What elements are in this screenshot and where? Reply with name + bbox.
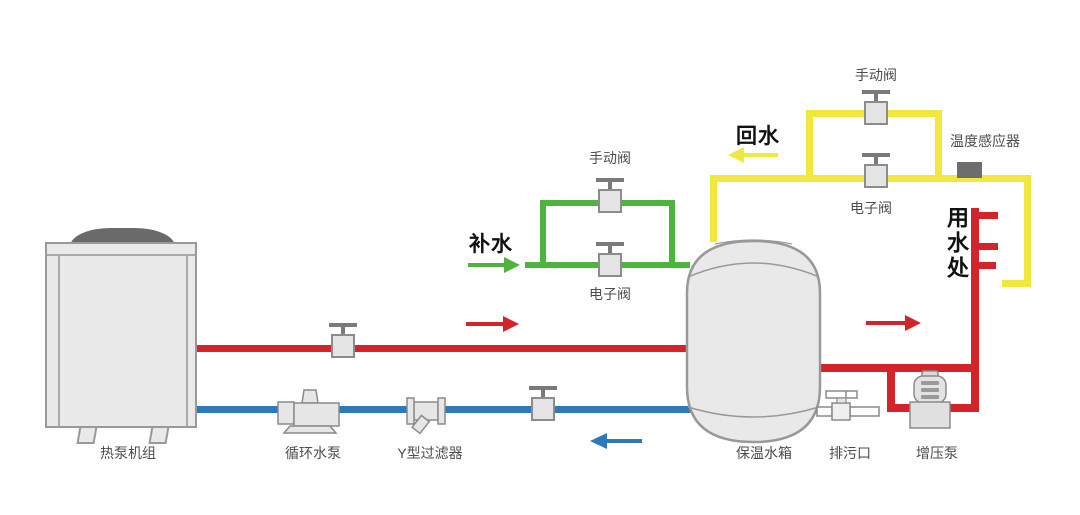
- temperature-sensor: [957, 162, 982, 178]
- heat-pump-leg: [76, 426, 98, 444]
- return-electronic-valve-label: 电子阀: [850, 200, 892, 216]
- valve-handle: [596, 242, 624, 246]
- valve-handle: [329, 323, 357, 327]
- makeup-electronic-valve-label: 电子阀: [589, 286, 631, 302]
- hot-riser-pipe: [971, 208, 979, 412]
- valve-body: [598, 253, 622, 277]
- drain-outlet-label: 排污口: [829, 445, 871, 461]
- valve-stem: [341, 327, 345, 334]
- valve-stem: [541, 390, 545, 397]
- heat-pump-label: 热泵机组: [100, 445, 156, 461]
- return-electronic-valve: [862, 153, 890, 188]
- panel-seam: [58, 254, 60, 426]
- return-manual-valve: [862, 90, 890, 125]
- panel-seam: [186, 254, 188, 426]
- return-water-label: 回水: [736, 125, 780, 148]
- storage-tank: [685, 239, 822, 444]
- valve-body: [331, 334, 355, 358]
- booster-pump-label: 增压泵: [916, 445, 958, 461]
- return-riser-pipe: [1024, 175, 1031, 287]
- tap-branch-pipe: [979, 243, 998, 250]
- hot-supply-pipe: [197, 345, 692, 352]
- valve-body: [598, 189, 622, 213]
- drain-outlet: [816, 390, 880, 421]
- makeup-water-label: 补水: [469, 233, 513, 256]
- flow-arrow-left: [590, 433, 642, 449]
- flow-arrow-right: [466, 316, 519, 332]
- circulation-pump-label: 循环水泵: [285, 445, 341, 461]
- heat-pump-unit: [45, 242, 197, 428]
- booster-pump: [909, 370, 951, 429]
- valve-body: [531, 397, 555, 421]
- valve-body: [864, 101, 888, 125]
- return-bypass-pipe: [935, 110, 942, 178]
- storage-tank-label: 保温水箱: [736, 445, 792, 461]
- makeup-bypass-pipe: [540, 200, 546, 264]
- tap-branch-pipe: [979, 262, 996, 269]
- valve-handle: [862, 153, 890, 157]
- temperature-sensor-label: 温度感应器: [950, 133, 1020, 149]
- valve-stem: [608, 182, 612, 189]
- valve-stem: [608, 246, 612, 253]
- hot-outlet-pipe: [818, 364, 979, 372]
- valve-handle: [862, 90, 890, 94]
- panel-seam: [47, 254, 195, 256]
- y-strainer: [406, 397, 446, 435]
- return-manual-valve-label: 手动阀: [855, 67, 897, 83]
- makeup-manual-valve: [596, 178, 624, 213]
- valve-handle: [529, 386, 557, 390]
- valve-handle: [596, 178, 624, 182]
- flow-arrow-right: [468, 257, 520, 273]
- flow-arrow-left: [728, 147, 778, 163]
- makeup-electronic-valve: [596, 242, 624, 277]
- supply-manual-valve: [329, 323, 357, 358]
- valve-body: [864, 164, 888, 188]
- makeup-bypass-pipe: [669, 200, 675, 264]
- booster-loop-pipe: [887, 364, 895, 412]
- circulation-pump: [277, 389, 340, 434]
- return-line-manual-valve: [529, 386, 557, 421]
- makeup-manual-valve-label: 手动阀: [589, 150, 631, 166]
- return-to-tank-pipe: [710, 175, 717, 242]
- return-bypass-pipe: [806, 110, 813, 178]
- water-use-point-label: 用水处: [944, 206, 969, 281]
- return-stub-pipe: [1002, 280, 1031, 287]
- flow-arrow-right: [866, 315, 921, 331]
- tap-branch-pipe: [979, 212, 998, 219]
- valve-stem: [874, 157, 878, 164]
- valve-stem: [874, 94, 878, 101]
- heat-pump-leg: [148, 426, 170, 444]
- y-strainer-label: Y型过滤器: [397, 445, 463, 461]
